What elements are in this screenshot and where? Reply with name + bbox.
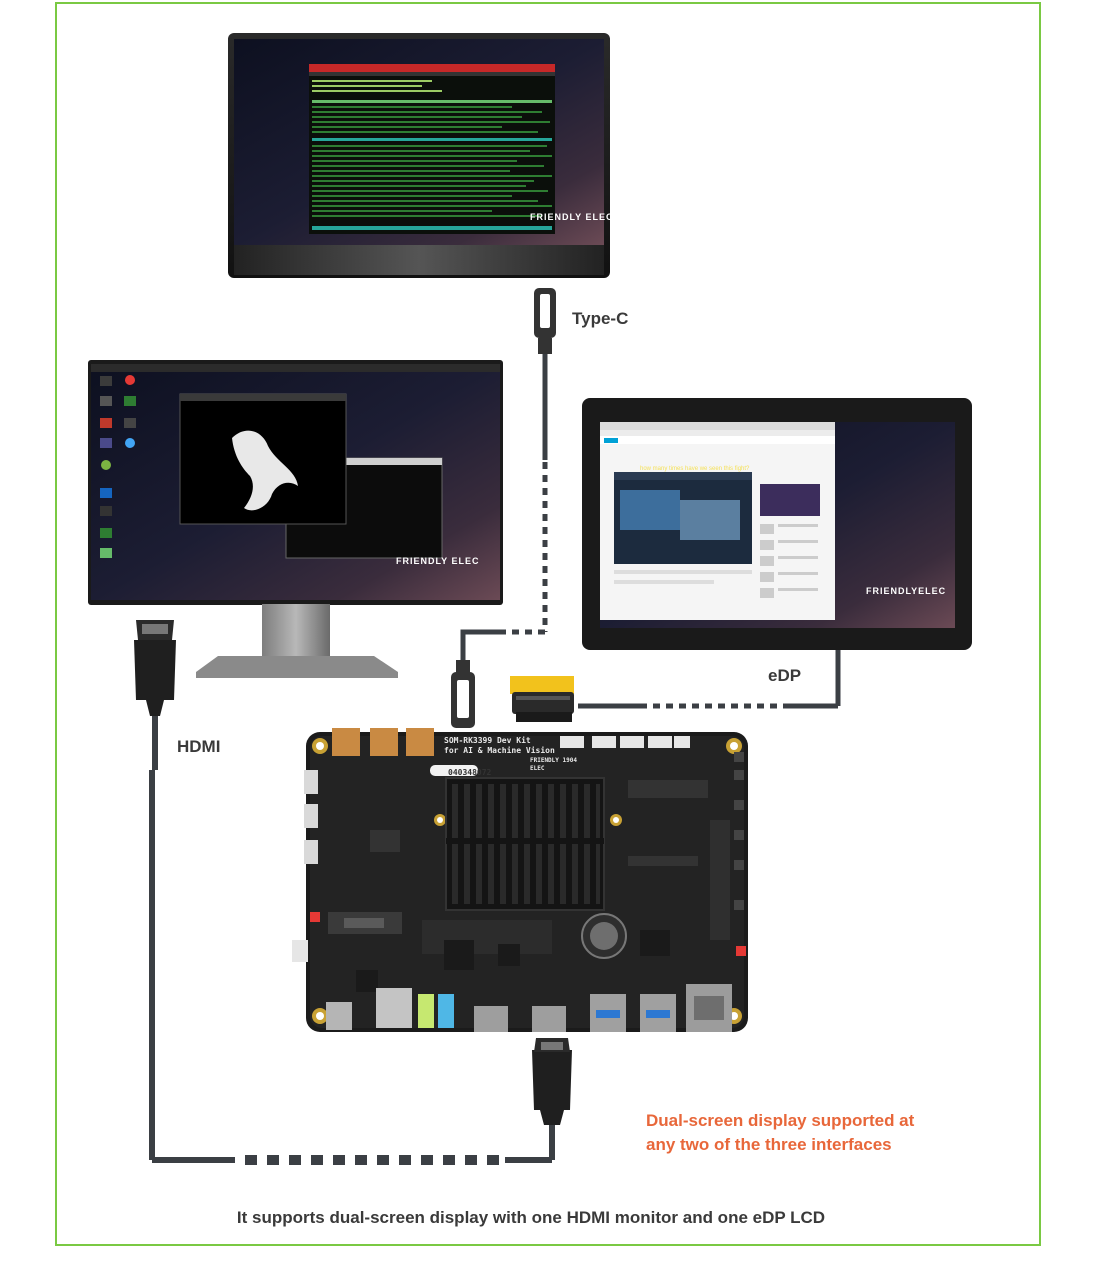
type-c-label: Type-C: [572, 309, 629, 328]
board-title-line1: SOM-RK3399 Dev Kit: [444, 736, 531, 745]
heatsink: [445, 777, 605, 911]
terminal-lines: [312, 80, 552, 230]
audio-jack-green: [418, 994, 434, 1028]
note-line-1: Dual-screen display supported at: [646, 1111, 915, 1130]
horse-model: [232, 430, 298, 511]
terminal-window: [309, 64, 555, 234]
note-line-2: any two of the three interfaces: [646, 1135, 892, 1154]
dual-screen-note: Dual-screen display supported at any two…: [646, 1109, 976, 1157]
camera-connector: [332, 728, 360, 756]
sd-slot: [376, 988, 412, 1028]
edp-label: eDP: [768, 666, 802, 685]
som-rk3399-dev-board: [292, 728, 748, 1032]
camera-connector: [406, 728, 434, 756]
desktop-monitor-hdmi: [88, 360, 503, 678]
edp-cable: [510, 648, 841, 722]
caption: It supports dual-screen display with one…: [236, 1208, 826, 1227]
type-c-cable: [451, 288, 556, 728]
board-vendor-sub: ELEC: [530, 765, 545, 772]
brand-right-monitor: FRIENDLYELEC: [866, 586, 947, 596]
portable-monitor-typec: [228, 33, 610, 278]
brand-top-monitor: FRIENDLY ELEC: [530, 212, 614, 222]
bottom-ports: [326, 984, 732, 1032]
desktop-icons: [100, 375, 136, 558]
monitor-stand: [262, 604, 330, 658]
board-title-line2: for AI & Machine Vision: [444, 746, 555, 755]
audio-jack-blue: [438, 994, 454, 1028]
camera-connector: [370, 728, 398, 756]
hdmi-port-2: [532, 1006, 566, 1032]
edp-lcd-panel: [582, 398, 972, 650]
monitor-base: [196, 656, 398, 678]
hdmi-label: HDMI: [177, 737, 221, 756]
brand-left-monitor: FRIENDLY ELEC: [396, 556, 480, 566]
usb-c-port: [326, 1002, 352, 1030]
board-vendor: FRIENDLY 1904: [530, 757, 577, 764]
video-overlay-text: how many times have we seen this fight?: [640, 466, 750, 472]
hdmi-port-1: [474, 1006, 508, 1032]
hdmi-cable: [134, 620, 572, 1165]
taskbar: [91, 364, 500, 372]
board-serial: 040348072: [448, 768, 492, 777]
diagram-frame: [55, 2, 1041, 1246]
